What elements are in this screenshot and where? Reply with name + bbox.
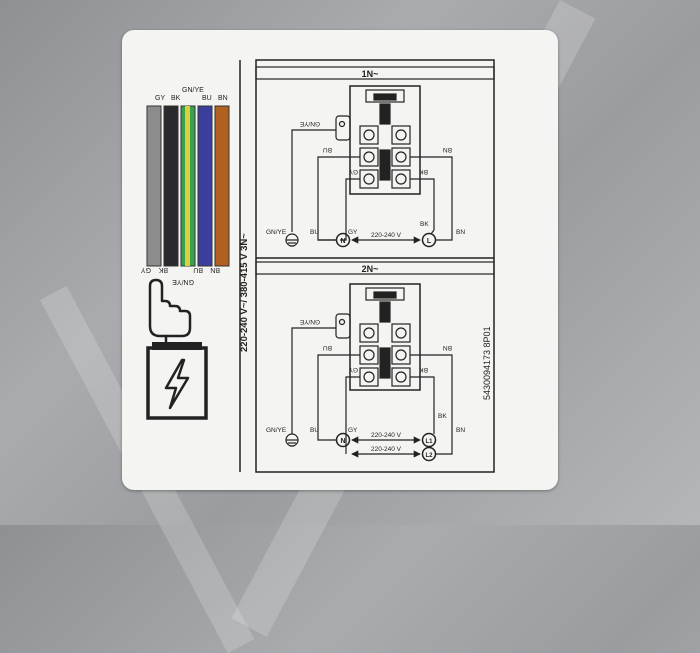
terminal-screws-2n [359,301,411,387]
label-2n-gy-bottom: GY [348,427,358,434]
label-2n-bu-left: BU [323,344,332,351]
legend-top-label-gy: GY [155,95,165,102]
title-bar-1n [255,66,495,80]
legend-top-label-bk: BK [171,95,181,102]
wire-2n-gy [345,376,360,434]
label-1n-gnye-top: GN/YE [299,120,320,127]
label-2n-voltage-a: 220-240 V [371,432,402,439]
label-1n-voltage: 220-240 V [371,232,402,239]
label-2n-bn-bottom: BN [456,427,465,434]
wiring-label: GY BK GN/YE BU BN GY BK GN/YE BU BN 220-… [122,30,558,490]
legend-top-label-bu: BU [202,95,212,102]
lightning-hazard-icon [146,342,208,420]
wire-1n-bk-end [430,229,435,235]
label-1n-gnye-bottom: GN/YE [266,229,287,236]
diagram-1n-title: 1N~ [362,69,379,79]
diagram-1n [285,85,453,248]
legend-bottom-label-bn: BN [210,266,220,273]
label-1n-gy-bottom: GY [348,229,358,236]
legend-bottom-label-bk: BK [158,266,168,273]
wire-2n-bk [410,376,435,434]
legend-top-label-bn: BN [218,95,228,102]
label-2n-gnye-top: GN/YE [299,318,320,325]
label-1n-bn-bottom: BN [456,229,465,236]
label-1n-bn-right: BN [443,146,452,153]
line-terminal-1n [421,232,437,248]
wire-swatch-bk [163,105,179,267]
line1-terminal-2n [421,432,437,448]
wire-swatch-bn [214,105,230,267]
terminal-block-top [365,89,405,103]
label-1n-bk-bottom: BK [420,221,429,228]
label-2n-neutral: N [340,438,345,445]
wire-1n-gnye [291,129,336,220]
earth-screw [338,120,346,128]
hand-pointing-icon [148,278,192,350]
label-1n-bk-right: BK [419,168,428,175]
earth-screw-2n [338,318,346,326]
earth-symbol-2n [285,422,299,447]
label-2n-bu-bottom: BU [310,427,319,434]
wire-swatch-gnye-stripe [185,106,190,266]
terminal-block-clamp [373,93,397,101]
legend-top-label-gnye: GN/YE [182,87,204,94]
terminal-block-clamp-2n [373,291,397,299]
label-2n-gnye-bottom: GN/YE [266,427,287,434]
wire-1n-bk [410,178,435,230]
voltage-rating: 220-240 V~/ 380-415 V 3N~ [239,233,250,352]
wiring-diagram: GY BK GN/YE BU BN GY BK GN/YE BU BN 220-… [141,59,495,473]
label-1n-line: L [427,238,432,245]
earth-symbol-1n [285,220,299,247]
earth-bracket [335,115,351,141]
wire-2n-gnye [291,327,336,422]
wire-1n-bn [410,156,453,241]
neutral-terminal-1n [335,232,351,248]
label-2n-bk-right: BK [419,366,428,373]
legend-bottom-label-bu: BU [193,266,203,273]
legend-bottom-label-gnye: GN/YE [172,278,194,285]
diagram-2n-title: 2N~ [362,264,379,274]
label-2n-gy-inner: GY [348,366,358,373]
label-1n-bu-bottom: BU [310,229,319,236]
wire-2n-bn [410,354,453,455]
terminal-block-1n [349,85,421,195]
diagram-1n-labels: GN/YE BU GY BN BK GN/YE BU GY BN BK N L … [266,120,465,245]
wire-2n-bu [317,354,360,441]
label-2n-bn-right: BN [443,344,452,351]
wire-1n-gy [340,178,360,241]
label-2n-voltage-b: 220-240 V [371,446,402,453]
line2-terminal-2n [421,446,437,462]
wire-swatch-gy [146,105,162,267]
label-1n-neutral: N [340,238,345,245]
label-2n-bk-bottom: BK [438,413,447,420]
diagram-2n-labels: GN/YE BU GY BN BK GN/YE BU GY BK BN N L1… [266,318,465,459]
diagram-2n [285,283,453,462]
terminal-block-top-2n [365,287,405,301]
wire-swatch-bu [197,105,213,267]
wire-color-legend: GY BK GN/YE BU BN GY BK GN/YE BU BN [141,87,230,285]
label-2n-line2: L2 [425,453,433,459]
legend-bottom-label-gy: GY [141,266,151,273]
neutral-terminal-2n [335,432,351,448]
part-number: 5430094173 8P01 [482,326,492,400]
label-1n-bu-left: BU [323,146,332,153]
terminal-screws-1n [359,103,411,189]
label-2n-line1: L1 [425,439,433,445]
title-bar-2n [255,261,495,275]
label-1n-gy-inner: GY [348,168,358,175]
earth-bracket-2n [335,313,351,339]
